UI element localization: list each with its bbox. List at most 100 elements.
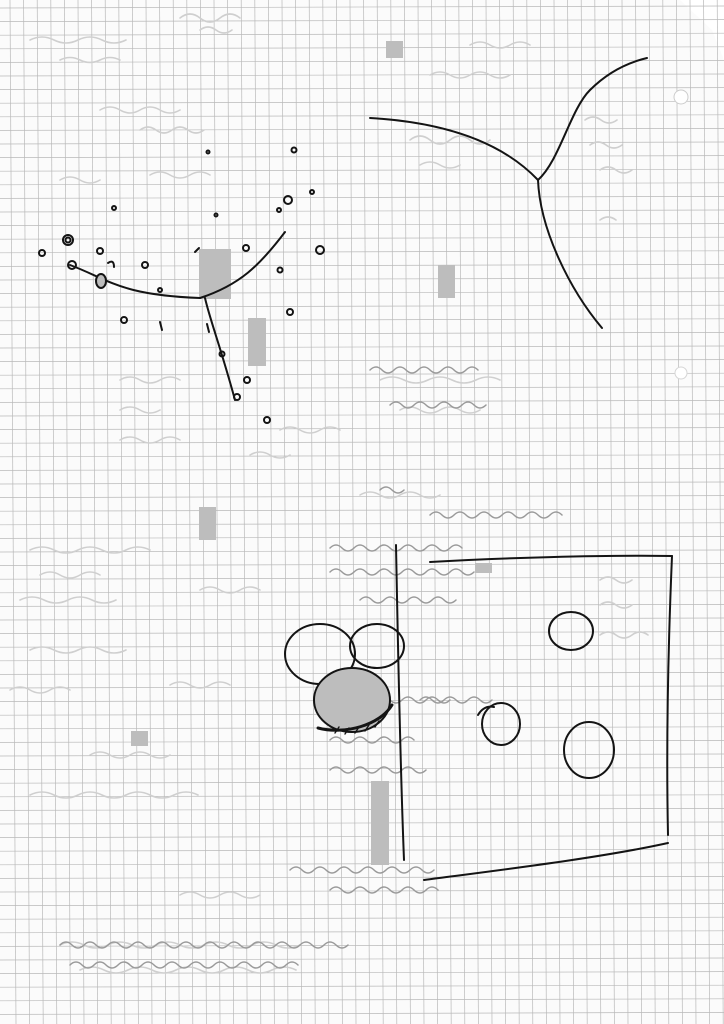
punch-hole (674, 366, 688, 380)
particle (206, 323, 210, 333)
grid-line-vertical (648, 0, 656, 1024)
grid-line-horizontal (0, 998, 724, 1002)
grid-line-horizontal (0, 617, 724, 621)
junction-curve (537, 179, 603, 329)
grid-line-horizontal (0, 427, 724, 430)
particle (233, 393, 241, 401)
grid-line-vertical (322, 0, 330, 1024)
circle-outline (548, 611, 594, 651)
grid-line-horizontal (0, 468, 724, 471)
faint-scribble (359, 491, 441, 499)
grid-line-horizontal (0, 345, 724, 349)
particle (157, 287, 163, 293)
grid-line-vertical (349, 0, 357, 1024)
grid-line-vertical (580, 0, 588, 1024)
grid-line-horizontal (0, 250, 724, 254)
grid-line-horizontal (0, 536, 724, 539)
grid-line-vertical (621, 0, 629, 1024)
grid-line-horizontal (0, 590, 724, 594)
grid-line-horizontal (0, 903, 724, 906)
grid-line-horizontal (0, 508, 724, 512)
grid-line-vertical (36, 0, 44, 1024)
pencil-scribble (419, 696, 493, 704)
grid-line-vertical (50, 0, 58, 1024)
particle (95, 273, 107, 289)
grid-line-horizontal (0, 916, 724, 920)
pencil-scribble (389, 401, 487, 409)
pencil-scribble (359, 596, 457, 604)
grid-line-horizontal (0, 400, 724, 403)
faint-scribble (119, 436, 291, 459)
faint-scribble (19, 586, 261, 604)
grid-line-vertical (23, 0, 30, 1024)
grid-line-horizontal (0, 73, 724, 77)
branch-curve (204, 297, 236, 401)
grid-line-horizontal (0, 821, 724, 825)
particle (205, 149, 211, 155)
grid-line-vertical (485, 0, 493, 1024)
grid-line-horizontal (0, 835, 724, 838)
grid-line-horizontal (0, 359, 724, 362)
shaded-cell (248, 318, 266, 366)
grid-line-horizontal (0, 209, 724, 213)
faint-scribble (99, 106, 205, 134)
pencil-scribble (69, 961, 299, 969)
grid-line-vertical (540, 0, 547, 1024)
ellipse-outline (349, 623, 405, 669)
grid-line-horizontal (0, 984, 724, 988)
faint-scribble (29, 546, 151, 579)
shaded-cell (371, 781, 389, 865)
particle (290, 146, 298, 154)
particle (38, 249, 46, 257)
framed-circles-sketch (395, 544, 673, 881)
grid-line-horizontal (0, 454, 724, 458)
grid-line-vertical (703, 0, 710, 1024)
circle-outline (481, 702, 521, 746)
particle (315, 245, 325, 255)
particle (243, 376, 251, 384)
pencil-scribble (369, 366, 479, 374)
junction-curve (537, 57, 648, 181)
grid-line-horizontal (0, 100, 724, 104)
particle (120, 316, 128, 324)
grid-line-horizontal (0, 46, 724, 50)
grid-line-horizontal (0, 522, 724, 526)
particle (107, 260, 115, 268)
grid-line-horizontal (0, 767, 724, 770)
grid-line-horizontal (0, 264, 724, 267)
grid-line-horizontal (0, 876, 724, 879)
shaded-cell (475, 563, 492, 573)
grid-line-vertical (594, 0, 602, 1024)
grid-line-horizontal (0, 495, 724, 498)
frame-line (666, 555, 673, 836)
shaded-cell (438, 265, 455, 298)
particle (218, 350, 226, 358)
grid-line-horizontal (0, 87, 724, 90)
grid-line-horizontal (0, 848, 724, 852)
circle-outline (563, 721, 615, 779)
faint-scribble (584, 116, 633, 221)
faint-scribble (59, 171, 211, 184)
grid-line-horizontal (0, 481, 724, 485)
faint-scribble (429, 41, 531, 79)
grid-line-vertical (662, 0, 670, 1024)
grid-line-horizontal (0, 223, 724, 226)
pencil-scribble (379, 486, 563, 519)
junction-curve (369, 117, 539, 181)
grid-line-vertical (472, 0, 479, 1024)
grid-line-vertical (444, 0, 452, 1024)
grid-line-horizontal (0, 740, 724, 743)
grid-line-vertical (716, 0, 724, 1024)
particle (194, 247, 200, 253)
grid-line-vertical (404, 0, 411, 1024)
particle (276, 266, 284, 274)
particle (263, 416, 271, 424)
particle (286, 308, 294, 316)
particle (159, 321, 163, 331)
grid-line-horizontal (0, 631, 724, 634)
grid-line-vertical (635, 0, 642, 1024)
grid-line-horizontal (0, 236, 724, 240)
grid-line-horizontal (0, 114, 724, 118)
